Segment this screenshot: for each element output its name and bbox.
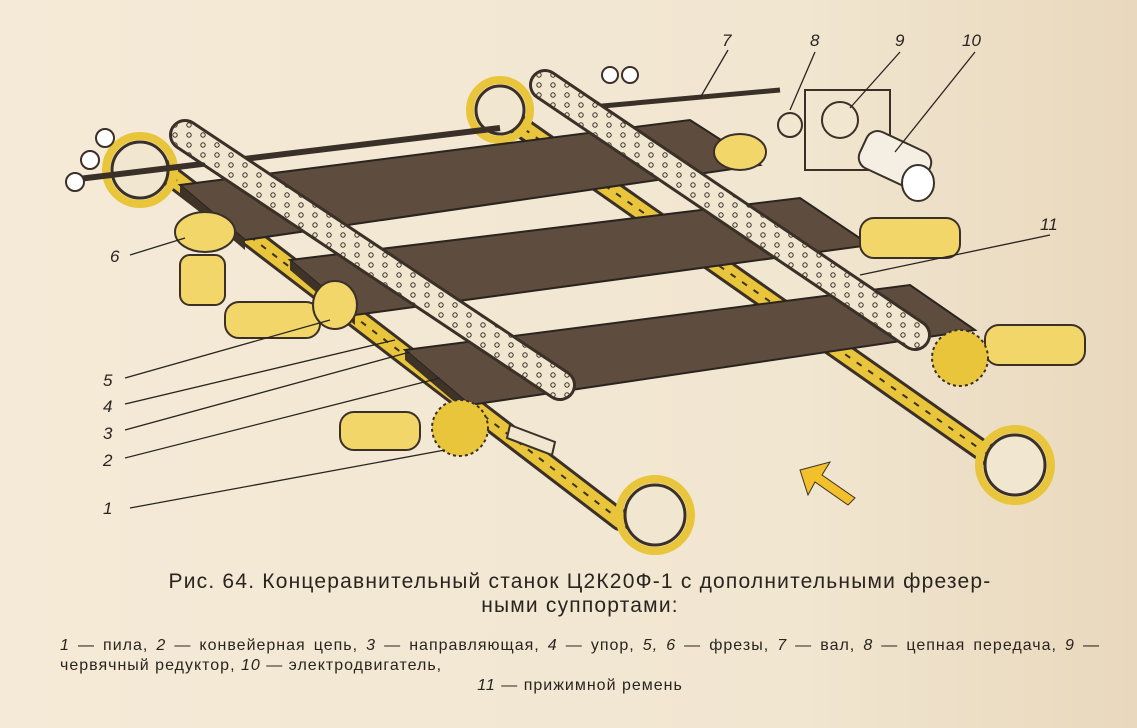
hold-down-belt-left [169, 119, 576, 401]
chain-transmission-icon [65, 66, 803, 192]
legend-item: 5, 6 — фрезы, [642, 637, 778, 654]
caption-legend: 1 — пила, 2 — конвейерная цепь, 3 — напр… [60, 636, 1100, 696]
label-5: 5 [103, 371, 113, 390]
cutter-right-upper [713, 133, 961, 259]
caption-title: Рис. 64. Концеравнительный станок Ц2К20Ф… [60, 570, 1100, 618]
label-9: 9 [895, 31, 905, 50]
saw-unit-left [339, 399, 489, 457]
label-4: 4 [103, 397, 112, 416]
caption-title-line1: Рис. 64. Концеравнительный станок Ц2К20Ф… [168, 570, 992, 593]
leader-lines [124, 49, 1051, 509]
cutter-5 [224, 280, 358, 339]
legend-item: 11 — прижимной ремень [477, 677, 683, 694]
label-10: 10 [962, 31, 981, 50]
stop-bar [505, 423, 557, 457]
label-6: 6 [110, 247, 120, 266]
legend-item: 7 — вал, [777, 637, 864, 654]
legend-item: 1 — пила, [60, 637, 157, 654]
legend-item: 4 — упор, [547, 637, 643, 654]
figure-caption: Рис. 64. Концеравнительный станок Ц2К20Ф… [60, 570, 1100, 696]
label-3: 3 [103, 424, 113, 443]
cutter-6 [174, 211, 236, 306]
legend-item: 10 — электродвигатель, [240, 657, 443, 674]
legend-item: 2 — конвейерная цепь, [156, 637, 367, 654]
machine-illustration: 1 2 3 4 5 6 7 8 9 10 11 [65, 31, 1086, 555]
worm-gearbox-icon [804, 89, 891, 171]
electric-motor-icon [857, 130, 935, 202]
label-8: 8 [810, 31, 820, 50]
label-2: 2 [102, 451, 113, 470]
legend-item: 3 — направляющая, [366, 637, 548, 654]
label-1: 1 [103, 499, 112, 518]
shaft [65, 66, 935, 202]
caption-title-line2: ными суппортами: [481, 594, 679, 617]
hold-down-belt-right [529, 69, 931, 351]
feed-direction-arrow-icon [799, 461, 856, 506]
label-7: 7 [722, 31, 732, 50]
legend-item: 8 — цепная передача, [863, 637, 1066, 654]
label-11: 11 [1040, 215, 1058, 234]
legend-item: 9 — червячный редуктор, [60, 637, 1100, 674]
saw-unit-right [931, 324, 1086, 387]
